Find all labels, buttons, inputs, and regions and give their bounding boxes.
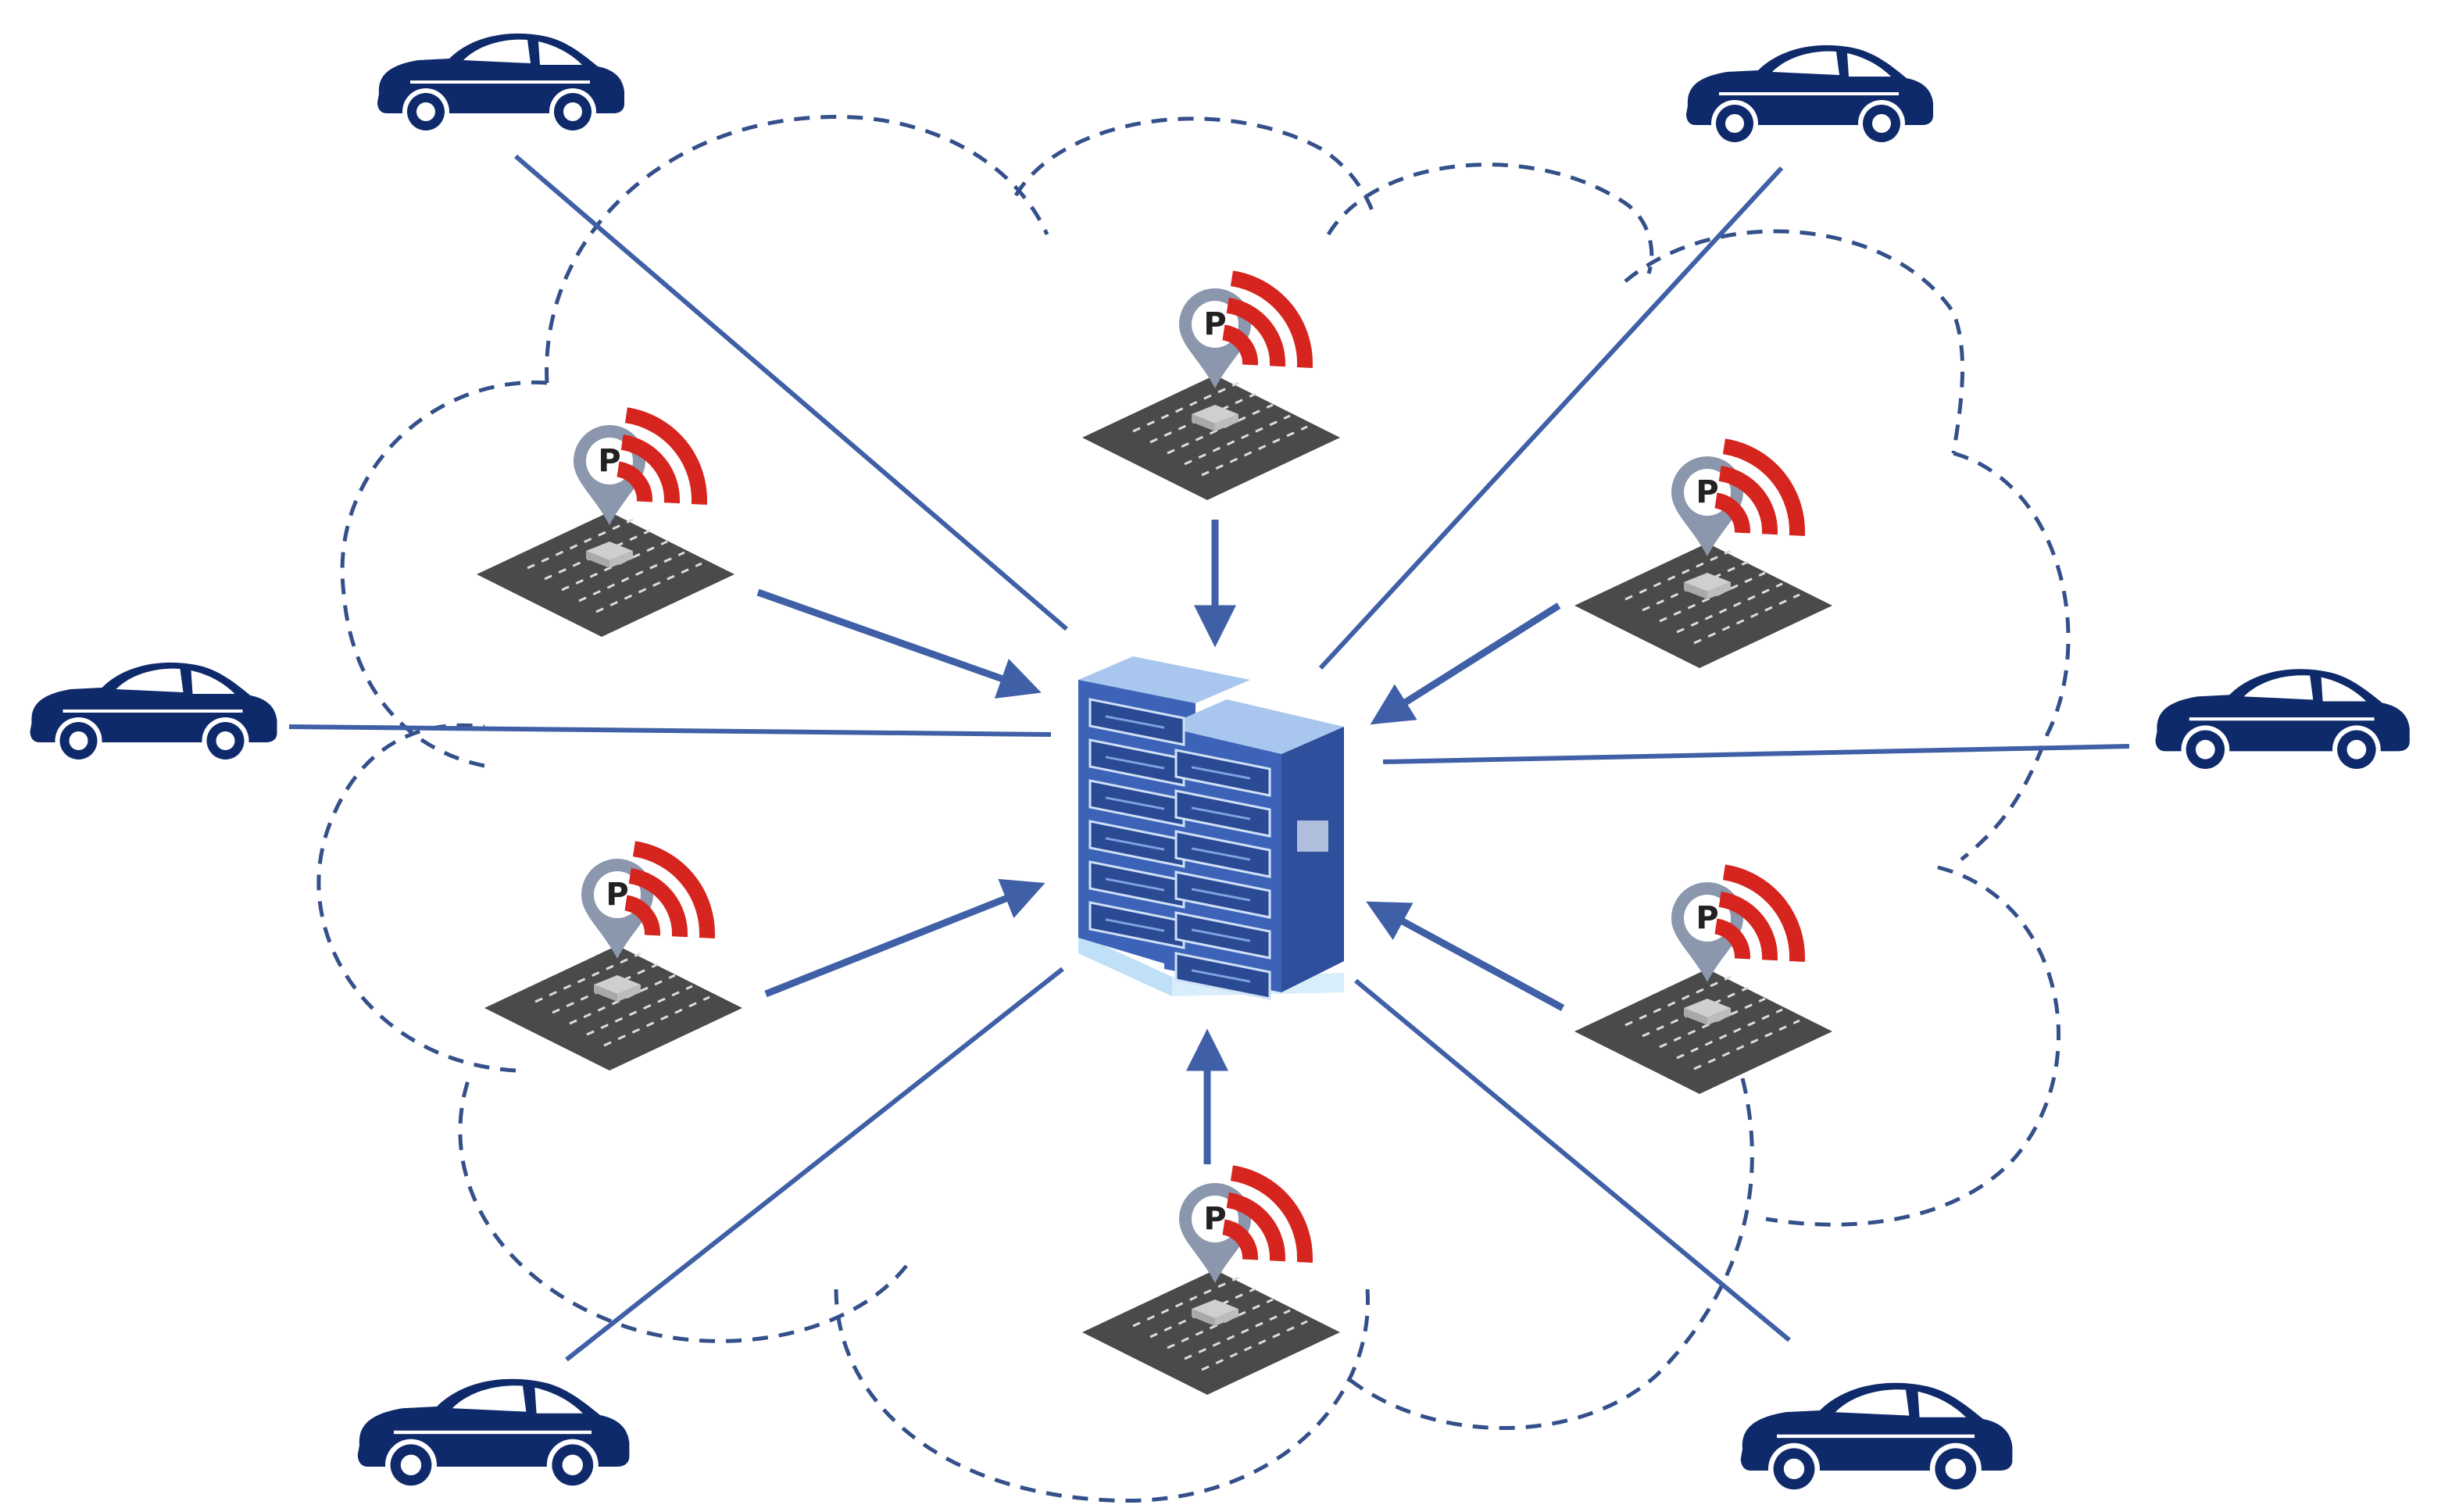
lane-marking <box>1167 403 1274 455</box>
lane-marking <box>1201 425 1308 477</box>
wifi-signal-icon <box>1221 1165 1313 1263</box>
wifi-signal-icon <box>616 407 707 505</box>
data-arrow <box>756 588 1042 699</box>
parking-lot-bottom-center: P <box>1082 1165 1340 1395</box>
cloud-arc <box>1326 163 1654 274</box>
lane-marking <box>1149 392 1256 444</box>
vehicle-link-line <box>565 967 1064 1362</box>
server-drive-slots <box>1088 698 1271 1000</box>
lane-marking <box>1201 1320 1308 1371</box>
lane-marking <box>1624 549 1732 601</box>
parking-label: P <box>1203 306 1226 342</box>
lane-marking <box>595 562 702 613</box>
parking-lot-lower-right: P <box>1574 864 1832 1094</box>
cloud-arc <box>545 115 1049 384</box>
parking-lot-tile <box>1574 969 1832 1094</box>
car-icon-middle-left <box>30 662 277 764</box>
cloud-arc <box>1013 116 1378 220</box>
server-base <box>1078 934 1172 996</box>
vehicle-link-line <box>1382 744 2130 764</box>
lane-marking <box>1167 1298 1274 1349</box>
lane-marking <box>1184 414 1291 466</box>
server-rack-icon <box>1078 656 1344 1000</box>
cloud-arc <box>1342 1078 1754 1430</box>
server-right-side <box>1281 727 1344 992</box>
lane-marking <box>1624 975 1732 1027</box>
car-icon-bottom-right <box>1740 1382 2013 1495</box>
lane-marking <box>1693 1019 1800 1071</box>
parking-label: P <box>606 877 628 913</box>
parking-label: P <box>598 443 620 479</box>
lane-marking <box>1676 1008 1783 1060</box>
vehicle-link-line <box>288 724 1052 737</box>
car-icon-top-right <box>1686 45 1933 147</box>
server-panel <box>1297 820 1328 852</box>
car-icon-top-left <box>377 33 624 135</box>
parking-label: P <box>1696 900 1718 936</box>
car-icon-middle-right <box>2155 669 2410 774</box>
lane-marking <box>586 985 693 1036</box>
lane-marking <box>1642 986 1749 1038</box>
parking-label: P <box>1696 474 1718 510</box>
vehicle-link-line <box>514 154 1068 631</box>
wifi-signal-icon <box>1221 270 1313 368</box>
lane-marking <box>527 518 634 570</box>
network-cloud-outline <box>316 115 2071 1503</box>
parking-lot-tile <box>477 512 734 637</box>
cloud-arc <box>1953 451 2071 861</box>
lane-marking <box>1659 571 1766 623</box>
parking-lot-tile <box>1082 1270 1340 1395</box>
connection-lines <box>288 154 2130 1362</box>
lane-marking <box>1642 560 1749 612</box>
parking-lot-lower-left: P <box>484 841 742 1071</box>
lane-marking <box>1149 1287 1256 1339</box>
data-arrow <box>1366 901 1565 1011</box>
lane-marking <box>1132 381 1239 433</box>
lane-marking <box>1676 582 1783 634</box>
data-arrow <box>764 878 1045 998</box>
parking-label: P <box>1203 1201 1226 1237</box>
lane-marking <box>544 529 651 581</box>
cloud-arc <box>1765 865 2060 1227</box>
wifi-signal-icon <box>624 841 715 938</box>
wifi-signal-icon <box>1714 864 1805 962</box>
lane-marking <box>534 952 642 1003</box>
data-arrow <box>1370 602 1561 725</box>
vehicle-link-line <box>1318 166 1784 670</box>
server-right-top <box>1164 699 1344 754</box>
lane-marking <box>569 974 676 1025</box>
parking-lot-tile <box>1082 375 1340 500</box>
parking-lot-upper-left: P <box>477 407 734 637</box>
cloud-arc <box>316 723 516 1073</box>
lane-marking <box>1184 1309 1291 1360</box>
parking-lots: P P P P P P <box>477 270 1832 1395</box>
server-left-top <box>1078 656 1250 703</box>
parking-lot-tile <box>484 945 742 1071</box>
parking-lot-top-center: P <box>1082 270 1340 500</box>
lane-marking <box>1659 997 1766 1049</box>
lane-marking <box>1132 1276 1239 1328</box>
vehicle-link-line <box>1354 978 1791 1342</box>
car-icon-bottom-left <box>357 1378 630 1491</box>
lane-marking <box>578 551 685 602</box>
lane-marking <box>603 995 710 1047</box>
cloud-arc <box>1624 229 1965 454</box>
lane-marking <box>1693 593 1800 645</box>
lane-marking <box>561 540 668 592</box>
wifi-signal-icon <box>1714 438 1805 536</box>
parking-lot-upper-right: P <box>1574 438 1832 668</box>
cloud-arc <box>834 1289 1370 1503</box>
parking-lot-tile <box>1574 543 1832 668</box>
lane-marking <box>552 963 659 1014</box>
cloud-arc <box>458 1078 908 1343</box>
